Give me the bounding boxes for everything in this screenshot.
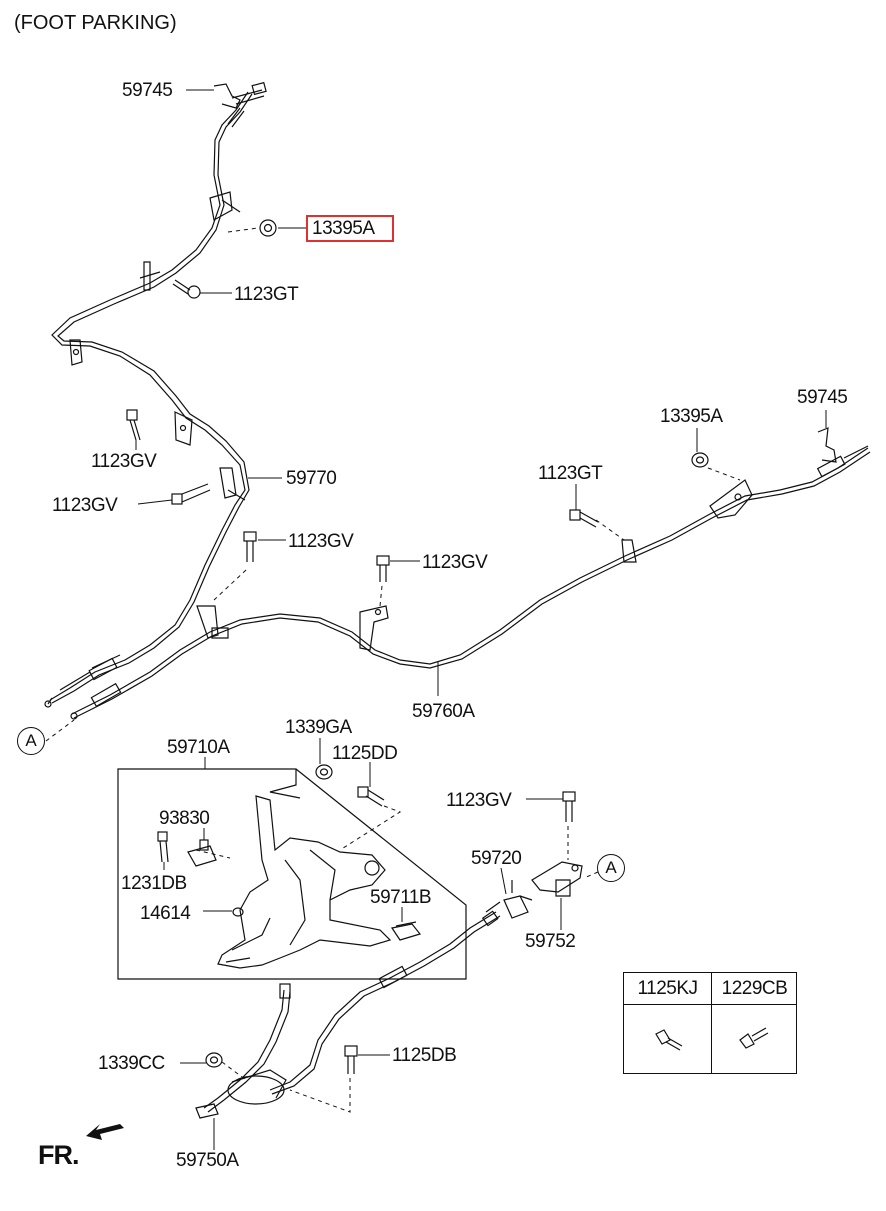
label-1123GV-b: 1123GV bbox=[52, 495, 118, 516]
table-divider bbox=[711, 973, 712, 1073]
label-1123GV-c: 1123GV bbox=[288, 531, 354, 552]
label-59770: 59770 bbox=[286, 468, 337, 489]
label-93830: 93830 bbox=[159, 808, 210, 829]
label-1339GA: 1339GA bbox=[285, 717, 352, 738]
label-1339CC: 1339CC bbox=[98, 1053, 165, 1074]
label-59760A: 59760A bbox=[412, 701, 475, 722]
table-header-1125KJ: 1125KJ bbox=[624, 973, 711, 1005]
release-cable bbox=[269, 911, 497, 1091]
highlight-box bbox=[306, 215, 394, 242]
label-1123GV-a: 1123GV bbox=[91, 451, 157, 472]
table-header-1229CB: 1229CB bbox=[712, 973, 797, 1005]
fastener-table: 1125KJ 1229CB bbox=[623, 972, 797, 1074]
label-14614: 14614 bbox=[140, 903, 191, 924]
cable-59760A-inner bbox=[73, 451, 871, 719]
cable-59760A-outer bbox=[71, 447, 869, 715]
label-1231DB: 1231DB bbox=[121, 873, 187, 894]
label-59745-top: 59745 bbox=[122, 80, 173, 101]
front-indicator: FR. bbox=[38, 1140, 79, 1170]
connector-a-left: A bbox=[17, 727, 45, 755]
diagram-title: (FOOT PARKING) bbox=[14, 12, 177, 34]
label-1123GT-right: 1123GT bbox=[538, 463, 603, 484]
pedal-assembly bbox=[217, 795, 392, 969]
label-59750A: 59750A bbox=[176, 1150, 239, 1171]
cable-59770-inner bbox=[51, 93, 253, 704]
label-59745-right: 59745 bbox=[797, 387, 848, 408]
label-1123GV-e: 1123GV bbox=[446, 790, 512, 811]
front-arrow-icon bbox=[86, 1124, 124, 1140]
label-1123GT-top: 1123GT bbox=[234, 284, 299, 305]
label-13395A-right: 13395A bbox=[660, 406, 723, 427]
label-1123GV-d: 1123GV bbox=[422, 552, 488, 573]
cable-59770-outer bbox=[49, 91, 249, 701]
label-59720: 59720 bbox=[471, 848, 522, 869]
label-59710A: 59710A bbox=[167, 737, 230, 758]
label-59752: 59752 bbox=[525, 931, 576, 952]
connector-a-right: A bbox=[597, 854, 625, 882]
label-59711B: 59711B bbox=[370, 887, 432, 908]
label-13395A-top: 13395A bbox=[312, 218, 375, 239]
label-1125DB: 1125DB bbox=[392, 1045, 457, 1066]
label-1125DD: 1125DD bbox=[332, 743, 398, 764]
